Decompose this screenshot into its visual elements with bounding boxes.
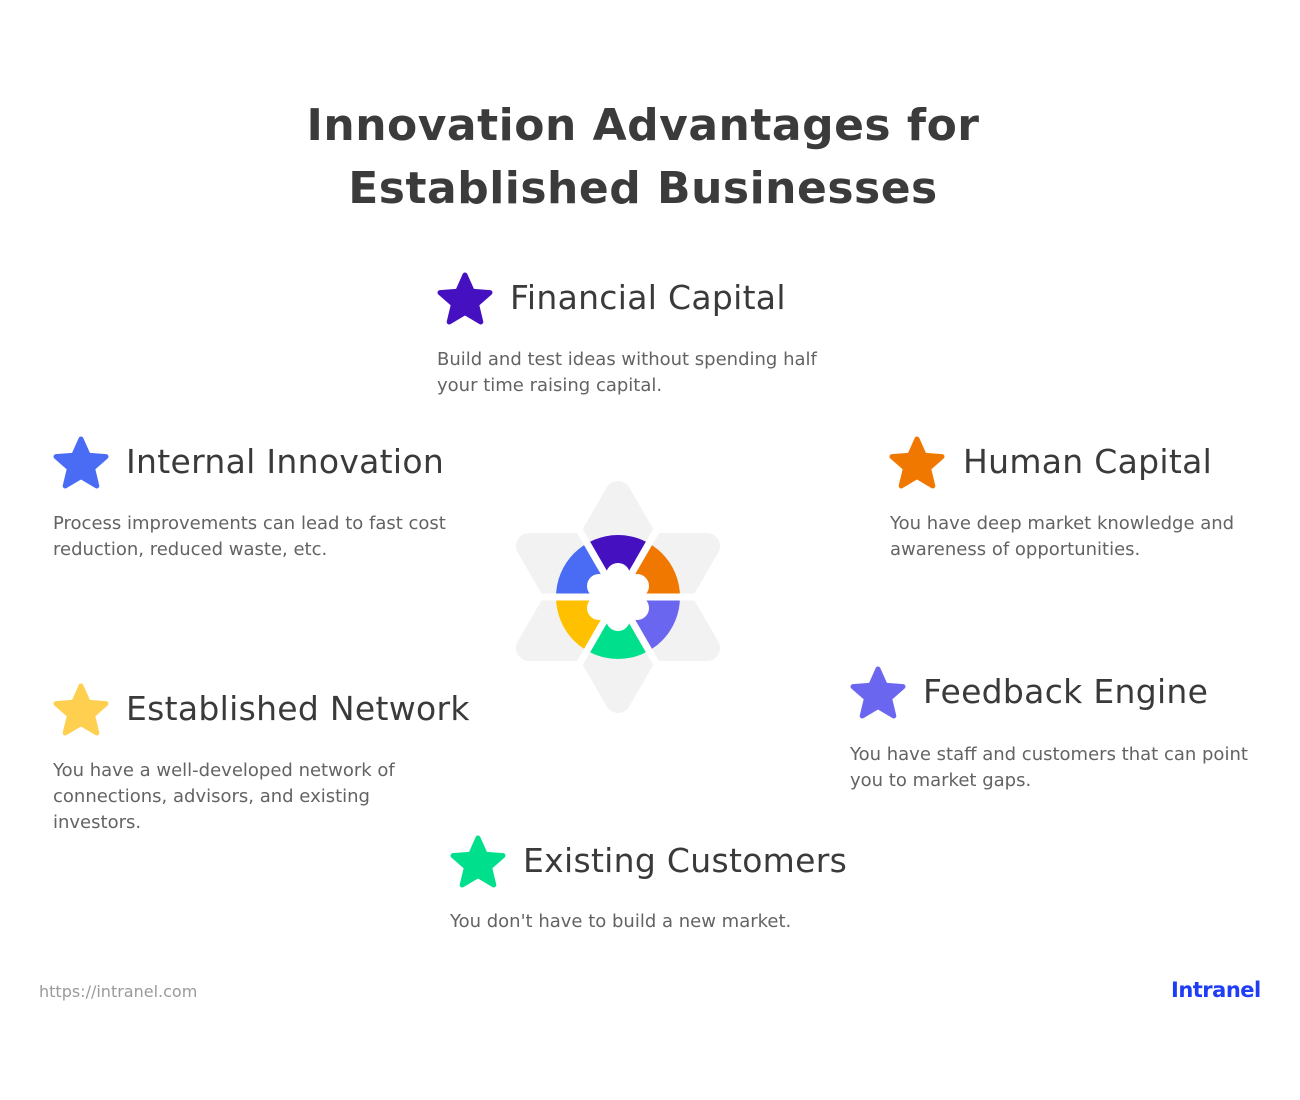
ring-segment-top-left [556, 535, 618, 597]
item-heading: Financial Capital [510, 278, 786, 317]
item-heading: Existing Customers [523, 841, 848, 880]
item-heading: Human Capital [963, 442, 1213, 481]
flower-center [587, 563, 649, 631]
star-icon [850, 666, 906, 719]
footer-url[interactable]: https://intranel.com [39, 982, 198, 1001]
item-heading: Internal Innovation [126, 442, 445, 481]
page-title: Innovation Advantages for Established Bu… [0, 94, 1286, 220]
item-heading: Established Network [126, 689, 470, 728]
center-hexagram-graphic [516, 481, 720, 713]
item-description: Build and test ideas without spending ha… [437, 349, 817, 396]
ring-segment-top [556, 535, 680, 597]
star-icon [53, 436, 109, 489]
intranel-logo: Intranel [1171, 978, 1261, 1002]
star-icon [53, 683, 109, 736]
star-icon [889, 436, 945, 489]
item-description: Process improvements can lead to fast co… [53, 513, 446, 560]
ring-segment-bottom-right [618, 597, 680, 659]
ring-segment-bottom-left [556, 597, 618, 659]
item-description: You have deep market knowledge and aware… [890, 513, 1235, 560]
ring-segments [556, 535, 680, 659]
star-icon [450, 835, 506, 888]
item-description: You have staff and customers that can po… [850, 744, 1248, 791]
ring-segment-top-right [618, 535, 680, 597]
title-line-2: Established Businesses [348, 163, 938, 214]
item-description: You have a well-developed network of con… [53, 760, 395, 833]
item-description: You don't have to build a new market. [450, 911, 792, 932]
star-icon [437, 272, 493, 325]
title-line-1: Innovation Advantages for [306, 100, 980, 151]
ring-segment-bottom [556, 597, 680, 659]
item-heading: Feedback Engine [923, 672, 1209, 711]
